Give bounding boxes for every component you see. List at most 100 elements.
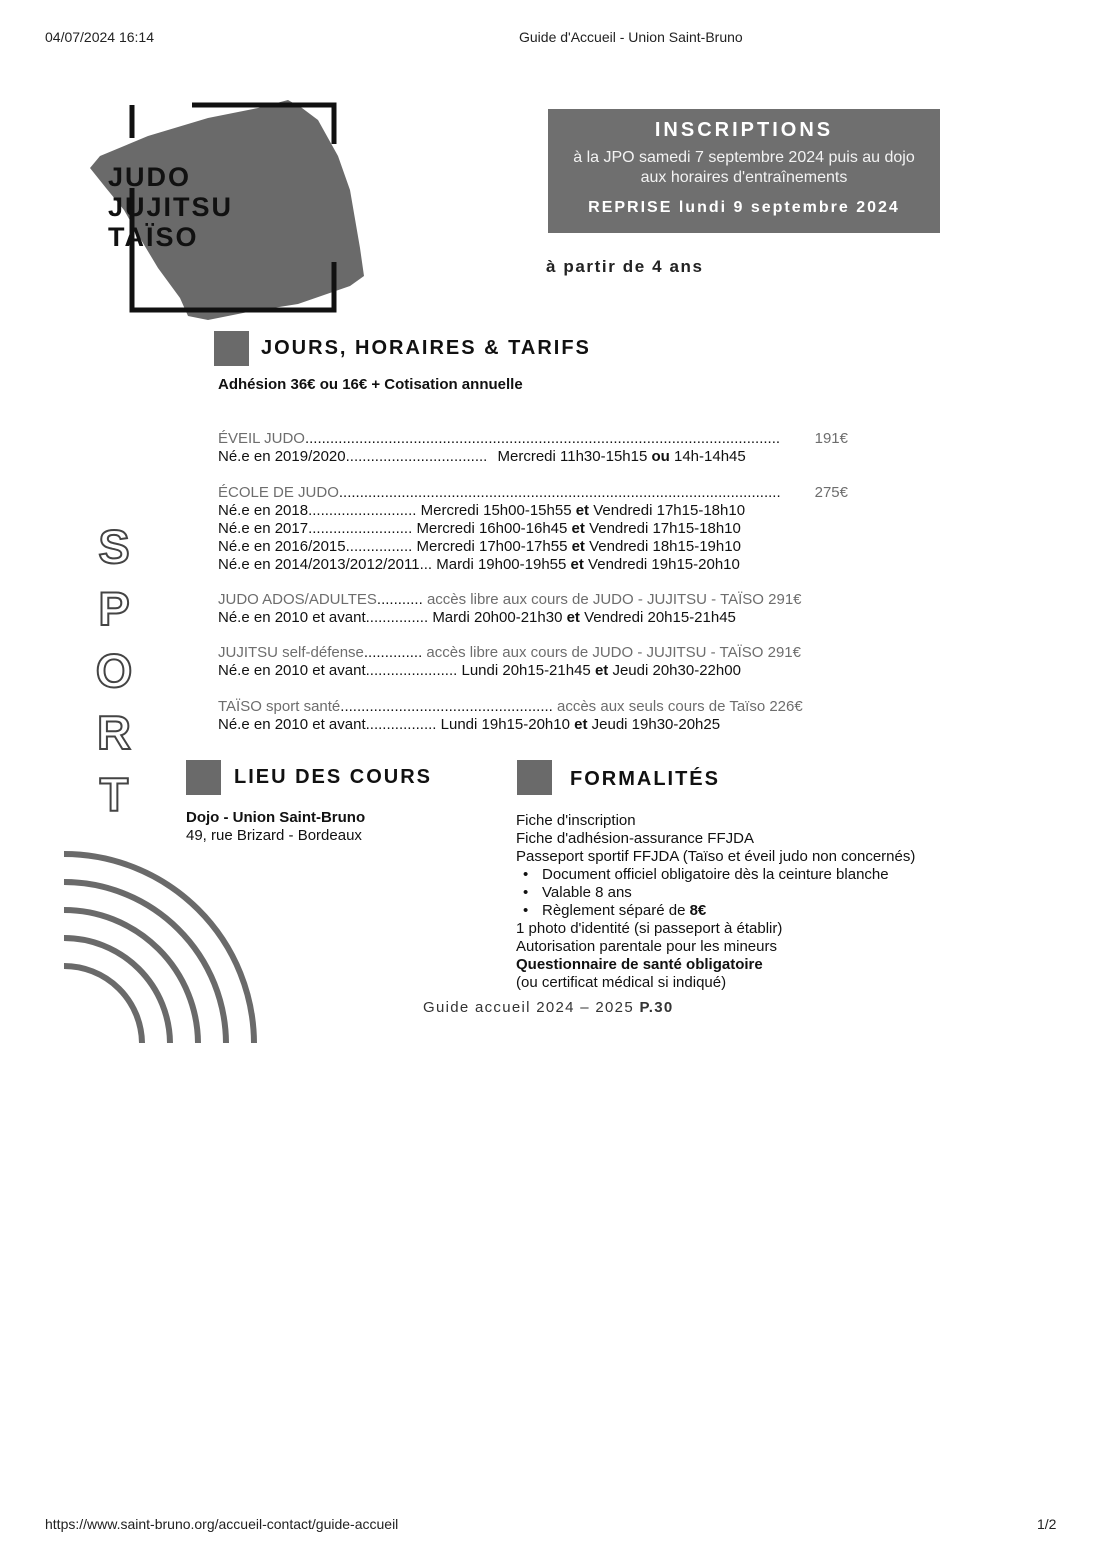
section-title-lieu: LIEU DES COURS: [234, 766, 433, 788]
row-time-a: Mercredi 15h00-15h55: [420, 502, 572, 519]
row-dots: .................: [365, 716, 437, 733]
section-square-icon: [214, 331, 249, 366]
formalite-bullet: Valable 8 ans: [516, 884, 915, 902]
ecole-judo-price: 275€: [814, 484, 848, 501]
taiso-row: Né.e en 2010 et avant................. L…: [218, 716, 848, 734]
row-time-b: Jeudi 19h30-20h25: [591, 716, 721, 733]
sport-letter: R: [96, 705, 132, 760]
section-square-icon: [517, 760, 552, 795]
formalite-bullet: Document officiel obligatoire dès la cei…: [516, 866, 915, 884]
print-timestamp: 04/07/2024 16:14: [45, 29, 154, 45]
eveil-judo-header: ÉVEIL JUDO..............................…: [218, 430, 848, 448]
ecole-row-2016: Né.e en 2016/2015................ Mercre…: [218, 538, 848, 556]
row-time-b: Jeudi 20h30-22h00: [612, 662, 741, 679]
reprise-line: REPRISE lundi 9 septembre 2024: [548, 199, 940, 217]
row-dots: ...: [419, 556, 433, 573]
brand-jujitsu: JUJITSU: [108, 192, 234, 222]
row-time-a: Mardi 19h00-19h55: [436, 556, 567, 573]
reglement-text: Règlement séparé de: [542, 902, 690, 919]
row-dots: ................: [345, 538, 413, 555]
formalite-item-bold: Questionnaire de santé obligatoire: [516, 956, 763, 973]
sport-letter: O: [95, 643, 134, 698]
print-page-title: Guide d'Accueil - Union Saint-Bruno: [519, 29, 743, 45]
row-et: et: [566, 609, 580, 626]
ecole-judo-name: ÉCOLE DE JUDO: [218, 484, 339, 501]
row-et: et: [575, 502, 590, 519]
ecole-row-2018: Né.e en 2018.......................... M…: [218, 502, 848, 520]
eveil-row-time-a: Mercredi 11h30-15h15: [497, 448, 648, 465]
jujitsu-row: Né.e en 2010 et avant...................…: [218, 662, 848, 680]
section-square-icon: [186, 760, 221, 795]
print-page-number: 1/2: [1037, 1516, 1057, 1532]
row-time-a: Mercredi 16h00-16h45: [416, 520, 568, 537]
row-label: Né.e en 2016/2015: [218, 538, 346, 555]
row-et: et: [571, 538, 585, 555]
sport-letter: T: [99, 767, 130, 822]
ados-dots: ...........: [376, 591, 423, 608]
eveil-judo-price: 191€: [814, 430, 848, 447]
section-title-horaires: JOURS, HORAIRES & TARIFS: [261, 337, 591, 359]
eveil-judo-row: Né.e en 2019/2020.......................…: [218, 448, 848, 466]
row-label: Né.e en 2010 et avant: [218, 609, 366, 626]
jujitsu-name: JUJITSU self-défense: [218, 644, 364, 661]
row-time-a: Lundi 20h15-21h45: [461, 662, 591, 679]
row-dots: .........................: [308, 520, 413, 537]
brand-taiso: TAÏSO: [108, 222, 199, 252]
brand-judo: JUDO: [108, 162, 192, 192]
formalite-item: (ou certificat médical si indiqué): [516, 974, 727, 991]
eveil-judo-name: ÉVEIL JUDO: [218, 430, 305, 447]
ecole-row-2014: Né.e en 2014/2013/2012/2011... Mardi 19h…: [218, 556, 848, 574]
ecole-judo-dots: ........................................…: [338, 484, 781, 501]
section-title-formalites: FORMALITÉS: [570, 768, 720, 790]
inscriptions-line2: aux horaires d'entraînements: [640, 169, 848, 186]
row-time-b: Vendredi 18h15-19h10: [589, 538, 741, 555]
taiso-dots: ........................................…: [340, 698, 553, 715]
formalite-item: Autorisation parentale pour les mineurs: [516, 938, 777, 955]
lieu-address: 49, rue Brizard - Bordeaux: [186, 827, 362, 844]
row-label: Né.e en 2010 et avant: [218, 662, 366, 679]
formalite-item: Fiche d'adhésion-assurance FFJDA: [516, 830, 754, 847]
formalites-list: Fiche d'inscription Fiche d'adhésion-ass…: [516, 812, 915, 992]
row-time-b: Vendredi 19h15-20h10: [588, 556, 740, 573]
sport-letter: S: [97, 519, 130, 574]
decorative-arcs-graphic: [63, 851, 257, 1043]
formalite-item: Fiche d'inscription: [516, 812, 636, 829]
row-time-a: Mercredi 17h00-17h55: [416, 538, 568, 555]
row-dots: ......................: [365, 662, 458, 679]
taiso-header: TAÏSO sport santé.......................…: [218, 698, 848, 716]
taiso-name: TAÏSO sport santé: [218, 698, 341, 715]
row-label: Né.e en 2014/2013/2012/2011: [218, 556, 420, 573]
ados-header: JUDO ADOS/ADULTES........... accès libre…: [218, 591, 848, 609]
guide-page: P.30: [639, 999, 674, 1016]
eveil-row-ou: ou: [651, 448, 670, 465]
ecole-row-2017: Né.e en 2017......................... Me…: [218, 520, 848, 538]
row-time-b: Vendredi 20h15-21h45: [584, 609, 736, 626]
formalite-bullet: Règlement séparé de 8€: [516, 902, 915, 920]
row-time-b: Vendredi 17h15-18h10: [593, 502, 746, 519]
guide-footer: Guide accueil 2024 – 2025 P.30: [423, 999, 674, 1016]
adhesion-text: Adhésion 36€ ou 16€ + Cotisation annuell…: [218, 376, 523, 393]
formalite-item: 1 photo d'identité (si passeport à établ…: [516, 920, 783, 937]
jujitsu-header: JUJITSU self-défense.............. accès…: [218, 644, 848, 662]
eveil-row-label: Né.e en 2019/2020: [218, 448, 346, 465]
row-time-a: Lundi 19h15-20h10: [440, 716, 570, 733]
row-label: Né.e en 2017: [218, 520, 309, 537]
row-et: et: [570, 556, 584, 573]
row-label: Né.e en 2018: [218, 502, 309, 519]
reglement-amount: 8€: [689, 902, 707, 919]
age-minimum: à partir de 4 ans: [546, 257, 704, 276]
row-label: Né.e en 2010 et avant: [218, 716, 366, 733]
jujitsu-dots: ..............: [363, 644, 423, 661]
brand-disciplines: JUDO JUJITSU TAÏSO: [108, 162, 233, 252]
eveil-row-dots: ..................................: [345, 448, 488, 465]
row-et: et: [574, 716, 588, 733]
row-dots: ..........................: [308, 502, 417, 519]
print-url: https://www.saint-bruno.org/accueil-cont…: [45, 1516, 399, 1532]
ados-name: JUDO ADOS/ADULTES: [218, 591, 377, 608]
ados-access: accès libre aux cours de JUDO - JUJITSU …: [426, 591, 802, 608]
row-time-b: Vendredi 17h15-18h10: [589, 520, 741, 537]
inscriptions-box: INSCRIPTIONS à la JPO samedi 7 septembre…: [548, 109, 940, 233]
reprise-label: REPRISE: [588, 199, 673, 216]
row-et: et: [594, 662, 609, 679]
taiso-access: accès aux seuls cours de Taïso 226€: [557, 698, 803, 715]
